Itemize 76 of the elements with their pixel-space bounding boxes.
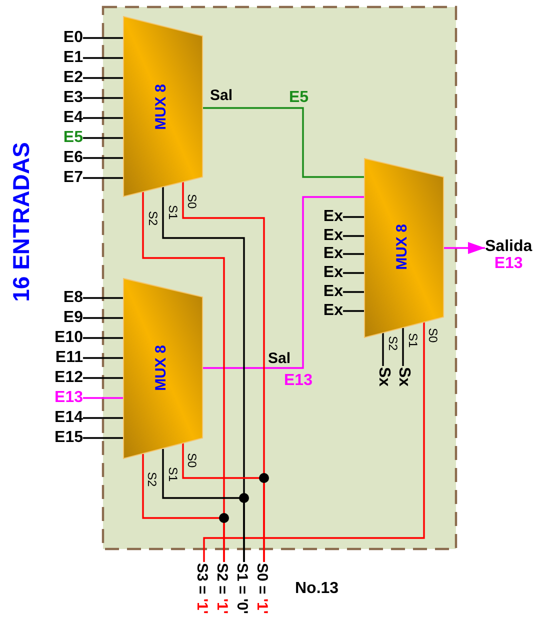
wire [83,37,123,39]
wire [142,454,225,562]
input-label: E2 [63,68,83,87]
wire [83,317,123,319]
wire [83,337,123,339]
input-label: E0 [63,28,83,47]
select-pin-label: S0 [186,194,198,209]
wire [343,253,364,255]
input-label: E14 [54,408,83,427]
input-label: E1 [63,48,83,67]
wire [83,57,123,59]
wire [343,310,364,312]
wire [83,177,123,179]
wire [203,107,364,178]
output-pin-label: Sal [268,350,291,368]
wire [203,196,364,369]
select-pin-label: S2 [387,336,399,351]
input-label: Ex [323,226,343,245]
input-label: Ex [323,208,343,226]
select-input-label: S3 = '1' [193,563,210,614]
input-label: E3 [63,88,83,107]
wire [343,235,364,237]
wire [83,357,123,359]
wire [83,157,123,159]
select-input-label: S0 = '1' [253,563,270,614]
block-label: MUX 8 [393,224,411,270]
select-pin-label: S1 [167,205,179,220]
input-label: E7 [63,168,83,187]
input-label: E11 [55,348,83,367]
input-label: E5 [63,128,83,147]
select-label: Sx [374,367,392,387]
input-label: Ex [323,302,343,320]
select-pin-label: S2 [146,472,158,487]
select-pin-label: S1 [407,333,419,348]
select-input-label: S2 = '1' [213,563,230,614]
input-label: E6 [63,148,83,167]
block-label: MUX 8 [152,84,170,130]
wire [162,449,245,562]
wire [382,333,384,366]
wire [83,137,123,139]
select-pin-label: S2 [147,211,159,226]
select-label: Sx [394,367,412,387]
wire [343,291,364,293]
wire [402,328,404,366]
input-label: E12 [54,368,83,387]
output-label: Salida E13 [485,239,532,273]
input-label: E9 [63,308,83,327]
wire [83,377,123,379]
input-label: Ex [323,264,343,282]
wire [343,216,364,218]
block-label: MUX 8 [152,345,170,391]
input-label: Ex [323,282,343,301]
select-pin-label: S0 [427,328,439,343]
figure-number: No.13 [295,580,339,598]
wire [83,297,123,299]
wire [83,417,123,419]
input-label: E13 [54,388,83,407]
side-heading: 16 ENTRADAS [8,142,34,302]
select-input-label: S1 = '0' [233,563,250,614]
select-pin-label: S1 [167,467,179,482]
wire [83,97,123,99]
arrow [444,242,485,254]
wire [343,272,364,274]
input-label: E4 [63,108,83,127]
wire [83,437,123,439]
input-label: E10 [54,328,83,347]
wire [203,322,425,562]
output-pin-label: Sal [210,87,233,104]
wire [83,397,123,399]
wire [182,443,265,562]
input-label: E8 [63,288,83,307]
wire [83,117,123,119]
input-label: Ex [323,244,343,263]
select-pin-label: S0 [186,453,198,468]
wire [83,77,123,79]
input-label: E15 [54,428,83,447]
